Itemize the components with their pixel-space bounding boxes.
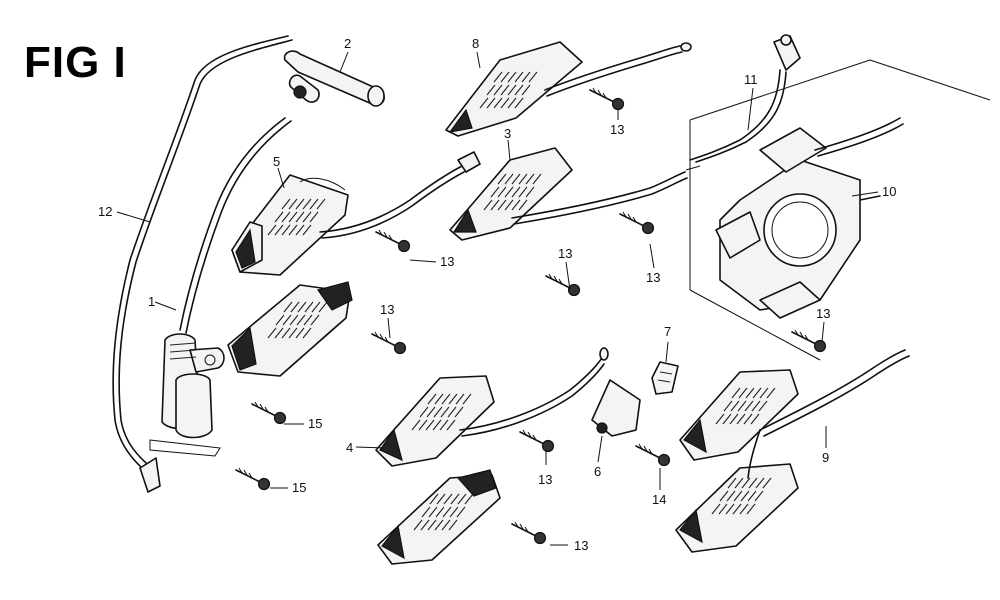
callout-13-a: 13 [610, 122, 624, 137]
callout-13-d: 13 [558, 246, 572, 261]
part-9-coil-set [675, 349, 910, 553]
bolt-14 [635, 443, 671, 467]
part-2-spark-plug-cap [283, 50, 385, 107]
part-5-exciter-coil [231, 151, 481, 276]
bolt-13-e [371, 331, 407, 355]
callout-14: 14 [652, 492, 666, 507]
part-8-charge-coil [445, 41, 692, 137]
callout-3: 3 [504, 126, 511, 141]
callout-13-e: 13 [380, 302, 394, 317]
callout-10: 10 [882, 184, 896, 199]
callout-1: 1 [148, 294, 155, 309]
part-12-spark-plug-cable [112, 35, 293, 493]
callout-2: 2 [344, 36, 351, 51]
callout-7: 7 [664, 324, 671, 339]
callout-5: 5 [273, 154, 280, 169]
bolt-13-c [619, 211, 655, 235]
callout-11: 11 [744, 72, 758, 87]
part-4-pulser-coil [375, 347, 609, 467]
callout-13-c: 13 [646, 270, 660, 285]
bolt-13-a [589, 87, 625, 111]
part-11-connector-cable [689, 34, 801, 163]
bolt-13-f [791, 329, 827, 353]
callout-13-f: 13 [816, 306, 830, 321]
callout-6: 6 [594, 464, 601, 479]
part-6-bracket [591, 379, 641, 437]
bolt-15-b [235, 467, 271, 491]
coil-pair-lower-left [227, 281, 353, 377]
bolt-13-g [519, 429, 555, 453]
bolt-13-b [375, 229, 411, 253]
callout-9: 9 [822, 450, 829, 465]
callout-13-b: 13 [440, 254, 454, 269]
bolt-13-h [511, 521, 547, 545]
callout-13-g: 13 [538, 472, 552, 487]
leader-lines [116, 51, 879, 546]
figure-title: FIG I [24, 38, 127, 87]
part-10-stator-assembly [689, 59, 991, 361]
callout-12: 12 [98, 204, 112, 219]
callout-8: 8 [472, 36, 479, 51]
coil-pair-lower-center [377, 469, 501, 565]
part-7-clip [651, 361, 679, 395]
part-1-ignition-coil [149, 117, 292, 457]
callout-4: 4 [346, 440, 353, 455]
callout-15-a: 15 [308, 416, 322, 431]
bolt-15-a [251, 401, 287, 425]
callout-13-h: 13 [574, 538, 588, 553]
part-3-lighting-coil [449, 147, 701, 241]
bolt-13-d [545, 273, 581, 297]
callout-15-b: 15 [292, 480, 306, 495]
